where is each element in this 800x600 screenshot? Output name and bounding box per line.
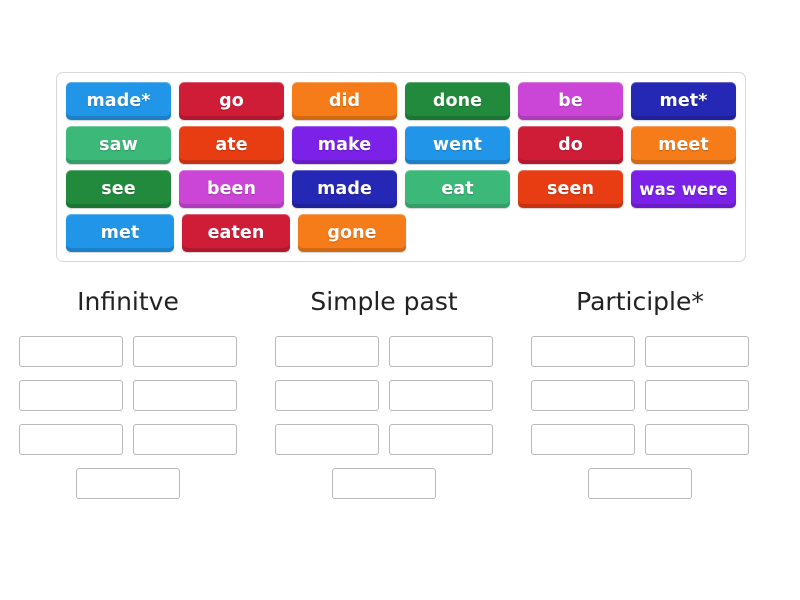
column-title: Infinitve: [77, 287, 179, 316]
drop-slot[interactable]: [275, 336, 379, 367]
drop-slot[interactable]: [588, 468, 692, 499]
drop-slot[interactable]: [133, 380, 237, 411]
drop-slot[interactable]: [19, 380, 123, 411]
drop-slot[interactable]: [19, 424, 123, 455]
word-tile[interactable]: eat: [405, 170, 510, 208]
drop-slot-grid: [264, 330, 504, 506]
drop-slot[interactable]: [76, 468, 180, 499]
answer-column: Participle*: [512, 288, 768, 506]
word-tile[interactable]: did: [292, 82, 397, 120]
drop-slot[interactable]: [531, 380, 635, 411]
word-tile[interactable]: do: [518, 126, 623, 164]
word-tile[interactable]: saw: [66, 126, 171, 164]
drop-slot[interactable]: [645, 424, 749, 455]
drop-slot-row: [8, 462, 248, 506]
drop-slot[interactable]: [133, 336, 237, 367]
drop-slot[interactable]: [531, 424, 635, 455]
word-tile[interactable]: see: [66, 170, 171, 208]
drop-slot-grid: [520, 330, 760, 506]
column-title: Simple past: [310, 287, 458, 316]
drop-slot[interactable]: [389, 336, 493, 367]
word-tile[interactable]: made: [292, 170, 397, 208]
drop-slot[interactable]: [645, 380, 749, 411]
word-tile[interactable]: ate: [179, 126, 284, 164]
drop-slot[interactable]: [19, 336, 123, 367]
drop-slot[interactable]: [531, 336, 635, 367]
drop-slot[interactable]: [645, 336, 749, 367]
drop-slot-row: [520, 462, 760, 506]
word-tile[interactable]: was were: [631, 170, 736, 208]
word-tile[interactable]: eaten: [182, 214, 290, 252]
word-tile[interactable]: met: [66, 214, 174, 252]
answer-columns: Infinitve Simple past Participle*: [0, 288, 800, 506]
answer-column: Simple past: [256, 288, 512, 506]
word-tile[interactable]: go: [179, 82, 284, 120]
drop-slot[interactable]: [133, 424, 237, 455]
drop-slot[interactable]: [389, 380, 493, 411]
drop-slot[interactable]: [275, 380, 379, 411]
word-tile[interactable]: met*: [631, 82, 736, 120]
word-tile[interactable]: meet: [631, 126, 736, 164]
drop-slot-grid: [8, 330, 248, 506]
drop-slot[interactable]: [275, 424, 379, 455]
word-tile[interactable]: been: [179, 170, 284, 208]
word-tile[interactable]: make: [292, 126, 397, 164]
column-title: Participle*: [576, 287, 704, 316]
word-tile[interactable]: be: [518, 82, 623, 120]
drop-slot[interactable]: [389, 424, 493, 455]
word-tile[interactable]: gone: [298, 214, 406, 252]
drop-slot-row: [264, 462, 504, 506]
drop-slot[interactable]: [332, 468, 436, 499]
word-tile[interactable]: done: [405, 82, 510, 120]
word-tile[interactable]: went: [405, 126, 510, 164]
word-tile[interactable]: seen: [518, 170, 623, 208]
word-tile[interactable]: made*: [66, 82, 171, 120]
answer-column: Infinitve: [0, 288, 256, 506]
